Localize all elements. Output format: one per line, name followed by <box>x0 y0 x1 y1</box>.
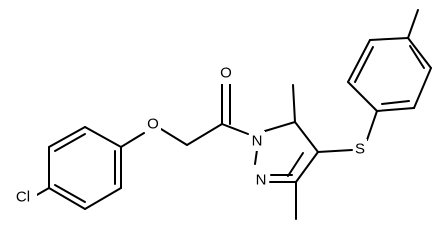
molecule-structure: Cl O O N N S <box>11 9 432 220</box>
o-ch2-bond <box>160 128 188 146</box>
methyl-bond <box>292 84 296 123</box>
bond <box>295 151 319 183</box>
label-bg <box>249 131 265 151</box>
bond <box>407 37 432 69</box>
pyrazole-ring <box>254 121 319 183</box>
sulfur-label: S <box>355 141 365 158</box>
bond <box>376 107 415 112</box>
bond <box>369 37 409 41</box>
label-bg <box>11 188 37 206</box>
ether-oxygen-label: O <box>147 116 159 133</box>
aromatic-bond <box>54 133 86 152</box>
bond <box>254 149 258 165</box>
methyl-bond <box>407 9 419 39</box>
aromatic-bond <box>409 45 425 69</box>
tolyl-ring <box>347 37 432 112</box>
aromatic-bond <box>381 100 410 105</box>
label-bg <box>253 170 269 190</box>
chlorophenyl-ring <box>48 126 122 210</box>
bond <box>264 121 296 132</box>
aromatic-bond <box>354 46 374 83</box>
bond <box>347 81 378 112</box>
ch2-co-bond <box>186 123 223 146</box>
bond <box>413 67 432 109</box>
c-s-bond <box>317 149 353 153</box>
bond <box>84 126 122 148</box>
bond <box>347 39 371 83</box>
label-bg <box>145 115 161 135</box>
bond <box>84 187 122 210</box>
label-bg <box>353 139 367 159</box>
c-cl-bond <box>34 187 50 197</box>
bond <box>294 121 319 153</box>
pyrazole-n2-label: N <box>256 172 267 189</box>
aromatic-bond <box>287 152 304 177</box>
bond <box>48 126 86 148</box>
aromatic-bond <box>54 184 86 203</box>
pyrazole-n1-label: N <box>252 133 263 150</box>
c-o-bond <box>120 132 145 148</box>
carbonyl-oxygen-label: O <box>220 65 232 82</box>
bond <box>48 187 86 210</box>
label-bg <box>218 64 234 84</box>
s-aryl-bond <box>366 110 378 141</box>
chlorine-label: Cl <box>16 189 30 206</box>
structure-canvas: Cl O O N N S <box>11 9 432 220</box>
co-n-bond <box>221 123 249 135</box>
